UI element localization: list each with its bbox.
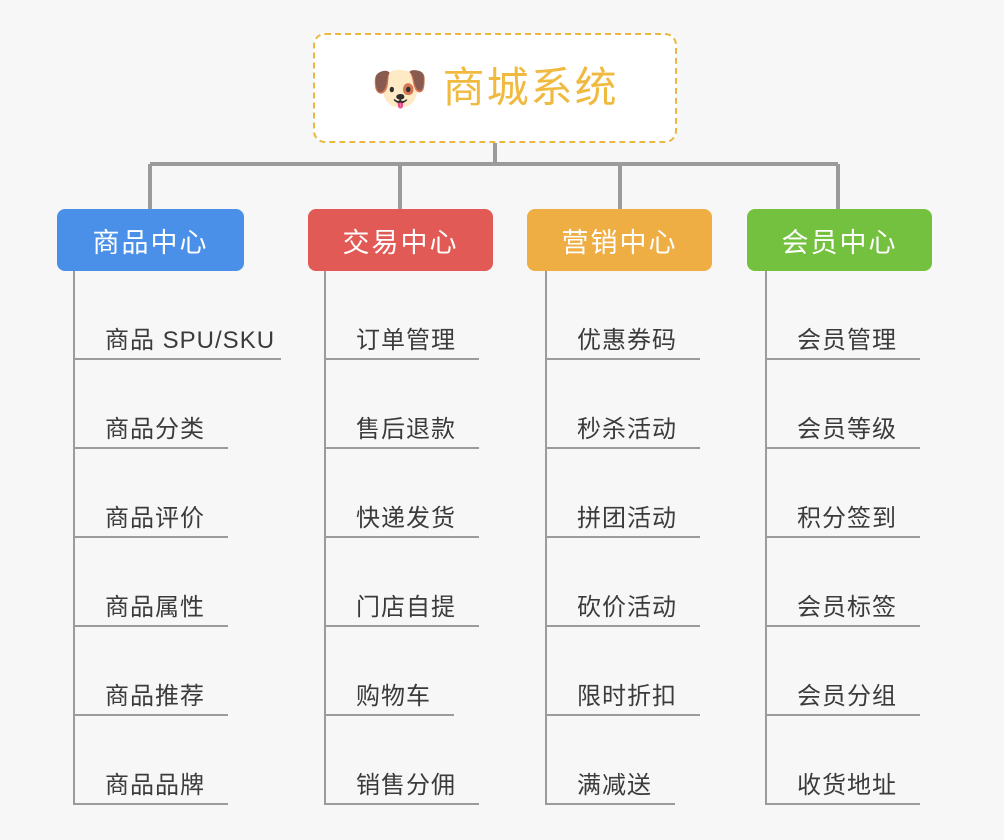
- leaf-underline: [324, 358, 479, 360]
- branch-column-product-center: 商品中心 商品 SPU/SKU 商品分类 商品评价 商品属性: [57, 209, 281, 805]
- leaf-label: 商品推荐: [105, 682, 205, 710]
- leaf-item[interactable]: 砍价活动: [545, 538, 712, 627]
- leaf-label: 商品分类: [105, 415, 205, 443]
- leaf-label: 商品属性: [105, 593, 205, 621]
- leaf-label: 会员分组: [797, 682, 897, 710]
- leaf-underline: [73, 714, 228, 716]
- leaf-item[interactable]: 商品评价: [73, 449, 275, 538]
- leaf-underline: [73, 447, 228, 449]
- leaf-item[interactable]: 会员等级: [765, 360, 932, 449]
- leaf-item[interactable]: 积分签到: [765, 449, 932, 538]
- leaf-label: 秒杀活动: [577, 415, 677, 443]
- leaf-label: 积分签到: [797, 504, 897, 532]
- category-header-label: 交易中心: [342, 227, 459, 258]
- leaf-underline: [545, 625, 700, 627]
- leaf-item[interactable]: 商品 SPU/SKU: [73, 271, 281, 360]
- leaf-label: 商品 SPU/SKU: [105, 326, 276, 354]
- leaf-underline: [545, 714, 700, 716]
- dog-face-icon: 🐶: [371, 62, 429, 114]
- leaf-label: 会员标签: [797, 593, 897, 621]
- leaf-item[interactable]: 商品品牌: [73, 716, 275, 805]
- leaf-underline: [324, 714, 454, 716]
- leaf-underline: [545, 536, 700, 538]
- leaf-label: 砍价活动: [577, 593, 677, 621]
- leaf-underline: [73, 358, 281, 360]
- root-node[interactable]: 🐶 商城系统: [313, 33, 677, 143]
- category-header-label: 会员中心: [781, 227, 898, 258]
- category-header-label: 营销中心: [561, 227, 678, 258]
- leaf-label: 会员等级: [797, 415, 897, 443]
- leaf-label: 收货地址: [797, 771, 897, 799]
- category-header-trade-center[interactable]: 交易中心: [308, 209, 493, 271]
- branch-column-member-center: 会员中心 会员管理 会员等级 积分签到 会员标签: [747, 209, 932, 805]
- leaf-underline: [765, 625, 920, 627]
- leaf-underline: [324, 803, 479, 805]
- leaf-label: 限时折扣: [577, 682, 677, 710]
- leaf-label: 销售分佣: [356, 771, 456, 799]
- leaf-list-product-center: 商品 SPU/SKU 商品分类 商品评价 商品属性 商品推荐: [73, 271, 281, 805]
- leaf-underline: [765, 536, 920, 538]
- leaf-underline: [324, 536, 479, 538]
- leaf-label: 订单管理: [356, 326, 456, 354]
- leaf-list-trade-center: 订单管理 售后退款 快递发货 门店自提 购物车: [324, 271, 493, 805]
- category-header-marketing-center[interactable]: 营销中心: [527, 209, 712, 271]
- leaf-item[interactable]: 会员分组: [765, 627, 932, 716]
- leaf-list-member-center: 会员管理 会员等级 积分签到 会员标签 会员分组: [765, 271, 932, 805]
- leaf-label: 门店自提: [356, 593, 456, 621]
- leaf-underline: [73, 625, 228, 627]
- leaf-label: 会员管理: [797, 326, 897, 354]
- leaf-item[interactable]: 购物车: [324, 627, 493, 716]
- leaf-item[interactable]: 商品属性: [73, 538, 275, 627]
- leaf-item[interactable]: 满减送: [545, 716, 712, 805]
- leaf-label: 商品品牌: [105, 771, 205, 799]
- leaf-label: 售后退款: [356, 415, 456, 443]
- category-header-label: 商品中心: [92, 227, 209, 258]
- leaf-item[interactable]: 拼团活动: [545, 449, 712, 538]
- leaf-item[interactable]: 商品推荐: [73, 627, 275, 716]
- category-header-member-center[interactable]: 会员中心: [747, 209, 932, 271]
- leaf-underline: [545, 358, 700, 360]
- category-header-product-center[interactable]: 商品中心: [57, 209, 244, 271]
- leaf-underline: [545, 803, 675, 805]
- leaf-underline: [545, 447, 700, 449]
- leaf-underline: [73, 536, 228, 538]
- root-title: 商城系统: [442, 64, 619, 111]
- leaf-underline: [765, 358, 920, 360]
- leaf-label: 快递发货: [356, 504, 456, 532]
- leaf-underline: [765, 447, 920, 449]
- branch-column-trade-center: 交易中心 订单管理 售后退款 快递发货 门店自提: [308, 209, 493, 805]
- leaf-item[interactable]: 限时折扣: [545, 627, 712, 716]
- leaf-label: 优惠券码: [577, 326, 677, 354]
- leaf-label: 满减送: [577, 771, 652, 799]
- leaf-item[interactable]: 优惠券码: [545, 271, 712, 360]
- leaf-list-marketing-center: 优惠券码 秒杀活动 拼团活动 砍价活动 限时折扣: [545, 271, 712, 805]
- leaf-item[interactable]: 商品分类: [73, 360, 275, 449]
- leaf-item[interactable]: 售后退款: [324, 360, 493, 449]
- leaf-label: 拼团活动: [577, 504, 677, 532]
- leaf-item[interactable]: 会员标签: [765, 538, 932, 627]
- leaf-item[interactable]: 快递发货: [324, 449, 493, 538]
- branch-column-marketing-center: 营销中心 优惠券码 秒杀活动 拼团活动 砍价活动: [527, 209, 712, 805]
- leaf-item[interactable]: 收货地址: [765, 716, 932, 805]
- leaf-item[interactable]: 秒杀活动: [545, 360, 712, 449]
- leaf-item[interactable]: 会员管理: [765, 271, 932, 360]
- leaf-underline: [765, 803, 920, 805]
- leaf-item[interactable]: 销售分佣: [324, 716, 493, 805]
- leaf-underline: [765, 714, 920, 716]
- leaf-item[interactable]: 订单管理: [324, 271, 493, 360]
- leaf-underline: [324, 625, 479, 627]
- leaf-underline: [324, 447, 479, 449]
- leaf-label: 购物车: [356, 682, 431, 710]
- leaf-item[interactable]: 门店自提: [324, 538, 493, 627]
- leaf-underline: [73, 803, 228, 805]
- leaf-label: 商品评价: [105, 504, 205, 532]
